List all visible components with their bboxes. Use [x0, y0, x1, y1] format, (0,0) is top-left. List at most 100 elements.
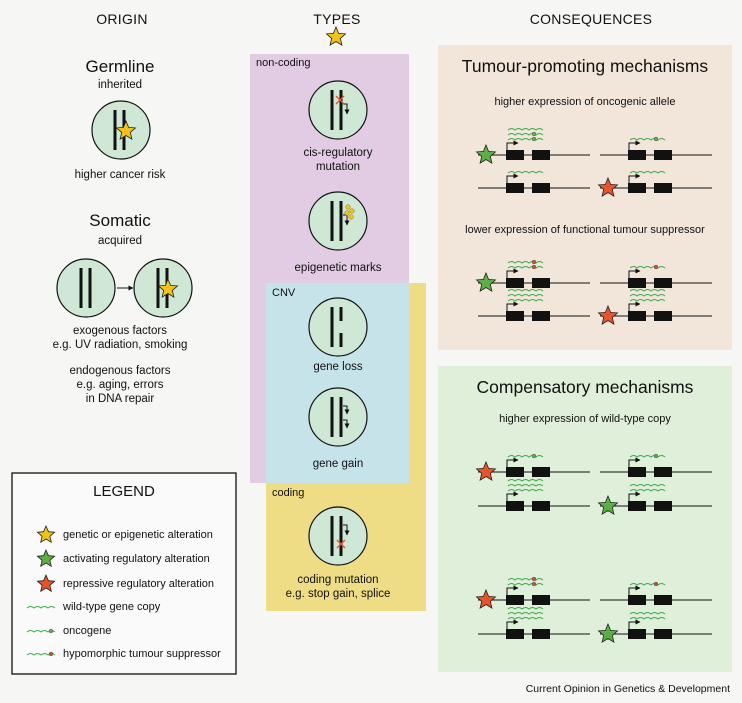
- transcript-wave: [507, 489, 544, 492]
- promoting-subtitle-2: lower expression of functional tumour su…: [465, 224, 705, 236]
- exon-block: [532, 150, 550, 160]
- exon-block: [654, 501, 672, 511]
- activating-star-icon: [597, 494, 619, 515]
- exon-block: [532, 311, 550, 321]
- somatic-title: Somatic: [89, 211, 151, 230]
- transcript-wave: [629, 266, 666, 269]
- exon-block: [654, 311, 672, 321]
- gene-row: [600, 453, 712, 477]
- transcript-wave: [507, 583, 544, 586]
- transcript-wave: [507, 299, 544, 302]
- transcript-wave: [507, 617, 544, 620]
- promoting-subtitle-1: higher expression of oncogenic allele: [494, 96, 676, 108]
- allele-mark: [653, 264, 659, 270]
- exon-block: [532, 278, 550, 288]
- repressive-star-icon: [475, 588, 497, 609]
- transcript-wave: [507, 133, 544, 136]
- gene-row: [478, 171, 590, 193]
- legend-item-label-1: genetic or epigenetic alteration: [63, 529, 213, 541]
- cnv-label: CNV: [272, 287, 296, 299]
- exon-block: [506, 501, 524, 511]
- green-star-icon: [36, 548, 56, 568]
- exon-block: [506, 467, 524, 477]
- transcript-wave: [507, 578, 544, 581]
- transcript-wave: [507, 484, 544, 487]
- exon-block: [506, 595, 524, 605]
- germline-title: Germline: [85, 57, 155, 76]
- gene-row: [478, 576, 590, 605]
- coding-mutation-label-1: coding mutation: [297, 574, 379, 586]
- exon-block: [506, 183, 524, 193]
- allele-mark: [653, 581, 659, 587]
- allele-mark: [531, 581, 537, 587]
- exon-block: [532, 629, 550, 639]
- exon-block: [628, 629, 646, 639]
- promoter-arrow: [628, 619, 641, 629]
- legend-item-label-3: repressive regulatory alteration: [63, 578, 215, 590]
- repressive-star-icon: [597, 176, 619, 197]
- transcript-wave: [507, 479, 544, 482]
- activating-star-icon: [475, 271, 497, 292]
- gene-row: [600, 484, 712, 511]
- compensatory-title: Compensatory mechanisms: [476, 377, 694, 397]
- allele-mark: [48, 628, 54, 634]
- exon-block: [532, 595, 550, 605]
- allele-mark: [531, 453, 537, 459]
- exon-block: [532, 183, 550, 193]
- compensatory-panel: [438, 366, 732, 672]
- exon-block: [628, 278, 646, 288]
- repressive-star-icon: [597, 304, 619, 325]
- cis-regulatory-label-2: mutation: [315, 161, 361, 173]
- allele-mark: [653, 453, 659, 459]
- hypomorphic-line-icon: [26, 651, 56, 657]
- promoter-arrow: [506, 268, 519, 278]
- gene-row: [600, 136, 712, 160]
- gene-row: [478, 259, 590, 288]
- wild-type-line-icon: [26, 606, 56, 609]
- transcript-wave: [629, 171, 666, 174]
- transcript-wave: [629, 299, 666, 302]
- transcript-wave: [26, 606, 56, 609]
- gene-row: [478, 607, 590, 639]
- gene-row: [600, 264, 712, 288]
- exogenous-line-2: e.g. UV radiation, smoking: [52, 339, 188, 351]
- allele-mark: [531, 264, 537, 270]
- transcript-wave: [507, 171, 544, 174]
- allele-mark: [531, 136, 537, 142]
- transcript-wave: [629, 489, 666, 492]
- transcript-wave: [629, 612, 666, 615]
- promoter-arrow: [628, 457, 641, 467]
- promoter-arrow: [506, 619, 519, 629]
- cis-regulatory-chromosome: [308, 80, 368, 140]
- gene-loss-label: gene loss: [313, 361, 363, 373]
- transcript-wave: [507, 128, 544, 131]
- activating-star-icon: [475, 143, 497, 164]
- legend-title: LEGEND: [93, 483, 155, 500]
- coding-mutation-label-2: e.g. stop gain, splice: [285, 588, 391, 600]
- gene-row: [478, 453, 590, 477]
- gene-row: [478, 289, 590, 321]
- legend-item-label-4: wild-type gene copy: [63, 601, 161, 613]
- transcript-wave: [507, 455, 544, 458]
- allele-mark: [531, 259, 537, 265]
- endogenous-line-2: e.g. aging, errors: [76, 379, 164, 391]
- exon-block: [654, 150, 672, 160]
- somatic-chromosome-before: [56, 258, 116, 318]
- germline-subtitle: inherited: [97, 79, 143, 91]
- endogenous-line-3: in DNA repair: [85, 393, 155, 405]
- compensatory-subtitle-1: higher expression of wild-type copy: [499, 413, 671, 425]
- legend-item-label-2: activating regulatory alteration: [63, 553, 210, 565]
- types-star-icon: [325, 25, 347, 46]
- allele-mark: [531, 131, 537, 137]
- somatic-star-icon: [157, 277, 179, 298]
- promoter-arrow: [628, 491, 641, 501]
- types-heading: TYPES: [313, 11, 361, 27]
- legend-item-label-5: oncogene: [63, 625, 112, 637]
- promoter-arrow: [628, 173, 641, 183]
- promoter-arrow: [628, 140, 641, 150]
- epigenetic-label: epigenetic marks: [294, 262, 382, 274]
- gene-row: [600, 581, 712, 605]
- noncoding-label: non-coding: [256, 57, 311, 69]
- exogenous-line-1: exogenous factors: [73, 325, 167, 337]
- gene-gain-chromosome: [308, 387, 368, 447]
